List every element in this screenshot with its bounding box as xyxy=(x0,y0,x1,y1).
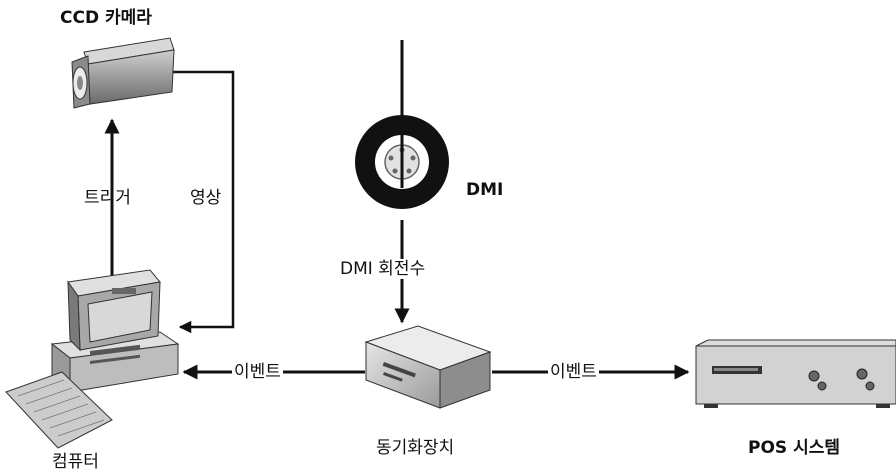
ccd-camera-icon xyxy=(72,38,174,108)
ccd-camera-label: CCD 카메라 xyxy=(60,8,152,28)
sync-device-label: 동기화장치 xyxy=(376,438,454,458)
computer-icon xyxy=(6,270,178,448)
pos-system-icon xyxy=(696,340,896,408)
computer-label: 컴퓨터 xyxy=(52,452,99,472)
sync-device-icon xyxy=(366,326,490,408)
dmi-label: DMI xyxy=(466,180,503,200)
event-left-label: 이벤트 xyxy=(232,362,283,382)
dmi-rotation-label: DMI 회전수 xyxy=(338,259,427,279)
video-label: 영상 xyxy=(190,188,221,208)
trigger-label: 트리거 xyxy=(84,188,131,208)
pos-system-label: POS 시스템 xyxy=(748,438,840,458)
dmi-wheel-icon xyxy=(355,115,449,209)
event-right-label: 이벤트 xyxy=(548,362,599,382)
